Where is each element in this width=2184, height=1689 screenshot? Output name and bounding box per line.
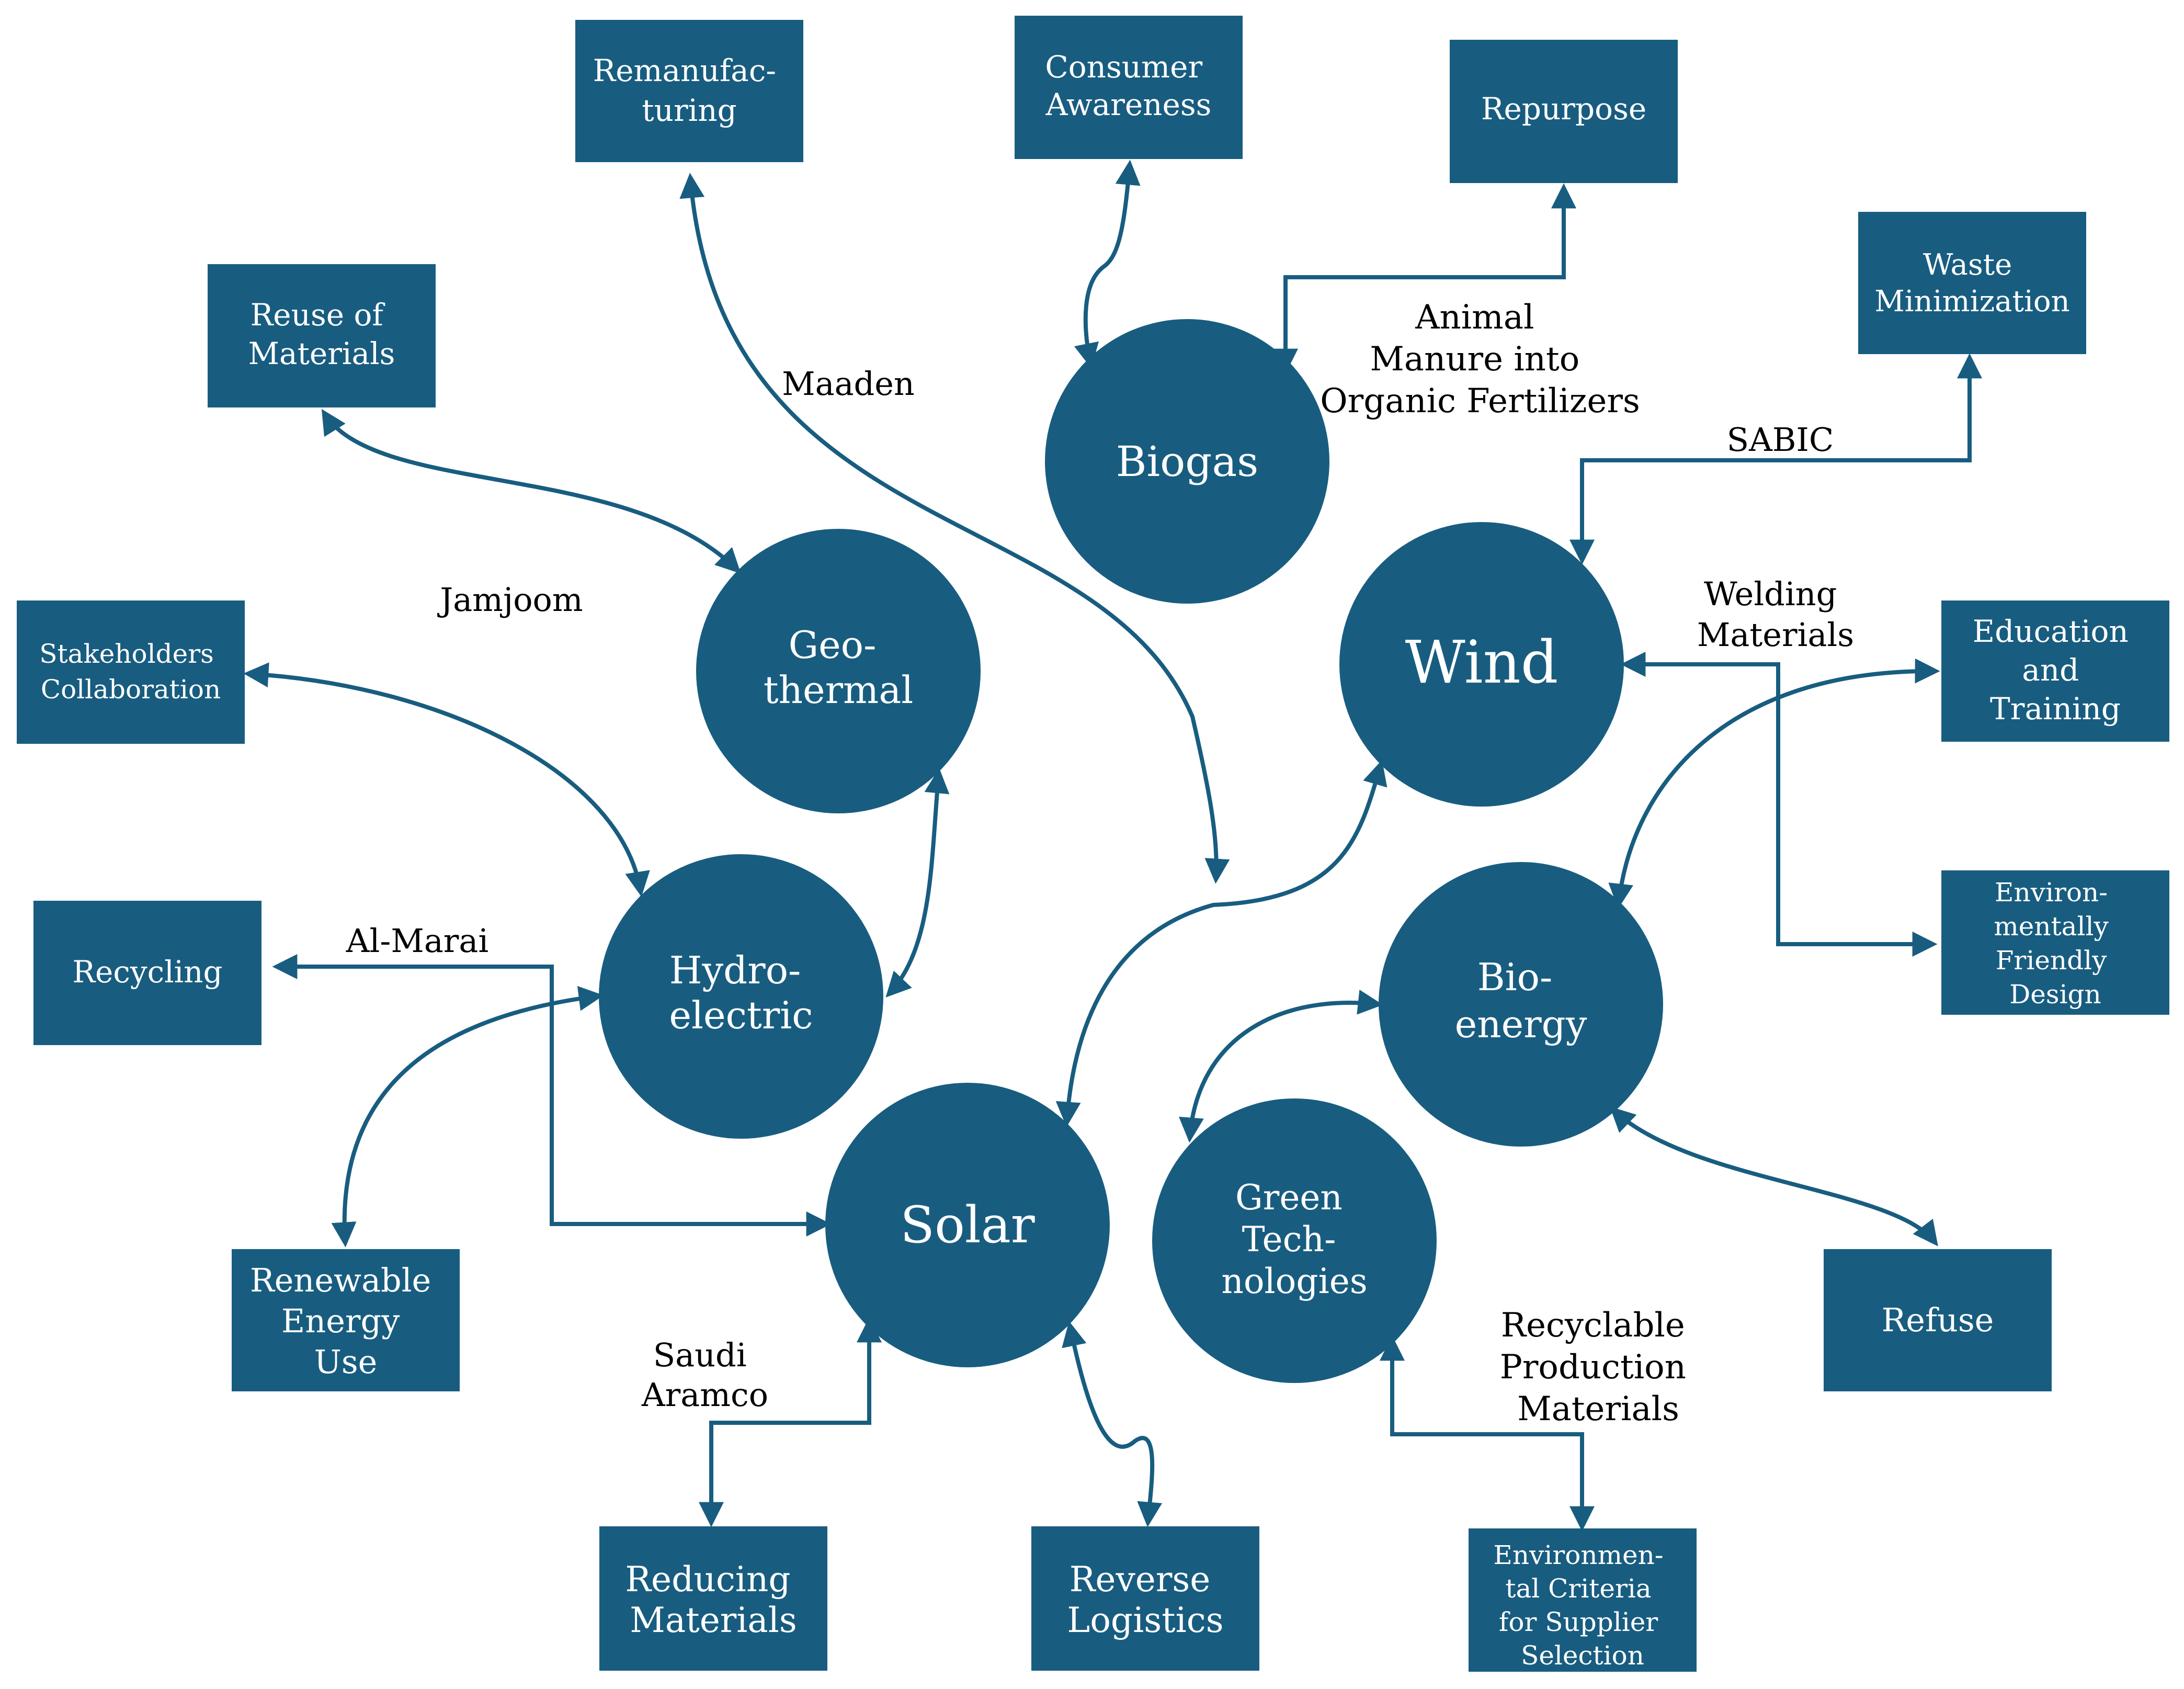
circle-labels: Biogas Wind Geo- thermal Hydro- electric… [669,437,1587,1301]
edge-label-saudi-aramco: Saudi Aramco [641,1336,768,1414]
box-environmentally-friendly-design[interactable] [1941,870,2169,1015]
box-consumer-awareness[interactable] [1015,16,1243,159]
box-reuse-of-materials[interactable] [208,264,436,407]
label-waste-minimization: Waste Minimization [1874,248,2069,319]
circle-bioenergy[interactable] [1379,862,1663,1147]
edge-label-welding-materials: Welding Materials [1697,575,1854,654]
label-reuse-of-materials: Reuse of Materials [248,297,395,371]
box-recycling[interactable] [33,901,261,1045]
label-wind: Wind [1405,629,1559,697]
label-recycling: Recycling [72,954,222,990]
edge-label-jamjoom: Jamjoom [437,581,583,619]
label-bioenergy: Bio- energy [1455,955,1587,1046]
edge-waste-minimization-wind [1569,353,1982,565]
box-labels: Remanufac- turing Consumer Awareness Rep… [39,49,2138,1671]
circle-solar[interactable] [825,1083,1110,1367]
label-repurpose: Repurpose [1481,91,1646,127]
label-geothermal: Geo- thermal [764,623,914,712]
circle-nodes [599,319,1663,1383]
label-consumer-awareness: Consumer Awareness [1045,49,1212,122]
box-reverse-logistics[interactable] [1031,1526,1259,1671]
edge-label-al-marai: Al-Marai [346,922,488,960]
edge-repurpose-biogas [1273,183,1576,374]
box-remanufacturing[interactable] [575,20,803,162]
edge-solar-reducing-materials [699,1317,882,1527]
label-stakeholders-collaboration: Stakeholders Collaboration [39,639,222,705]
label-renewable-energy-use: Renewable Energy Use [250,1261,441,1381]
box-reducing-materials[interactable] [599,1526,827,1671]
edge-geothermal-hydroelectric [885,768,950,997]
edge-labels: Maaden Animal Manure into Organic Fertil… [346,298,1854,1429]
label-reverse-logistics: Reverse Logistics [1067,1559,1223,1640]
edge-label-animal-manure: Animal Manure into Organic Fertilizers [1320,298,1640,421]
circle-wind[interactable] [1339,522,1624,807]
edge-education-bioenergy [1608,658,1940,909]
edge-bioenergy-green-tech [1179,990,1383,1143]
edge-welding-materials [1620,652,1938,957]
circle-geothermal[interactable] [696,529,981,813]
box-waste-minimization[interactable] [1858,212,2086,354]
label-reducing-materials: Reducing Materials [625,1559,801,1640]
label-environmental-criteria: Environmen- tal Criteria for Supplier Se… [1493,1540,1671,1671]
box-stakeholders-collaboration[interactable] [17,600,245,744]
edge-bioenergy-refuse [1610,1106,1938,1246]
circle-green-tech[interactable] [1152,1098,1437,1383]
edge-label-maaden: Maaden [782,365,915,403]
label-remanufacturing: Remanufac- turing [593,53,786,128]
label-solar: Solar [900,1196,1035,1254]
label-education-and-training: Education and Training [1973,614,2138,727]
edge-renewable-hydroelectric [331,986,604,1248]
label-refuse: Refuse [1882,1301,1994,1339]
circle-biogas[interactable] [1045,319,1329,604]
label-environmentally-friendly-design: Environ- mentally Friendly Design [1994,877,2117,1010]
edge-label-recyclable-production-materials: Recyclable Production Materials [1500,1306,1697,1429]
edge-stakeholders-hydroelectric [243,662,650,897]
label-hydroelectric: Hydro- electric [669,948,813,1037]
box-nodes [17,16,2169,1672]
edge-label-sabic: SABIC [1727,421,1834,459]
box-refuse[interactable] [1824,1249,2052,1391]
edge-consumer-awareness-biogas [1074,160,1141,369]
box-education-and-training[interactable] [1941,600,2169,742]
box-repurpose[interactable] [1450,40,1678,183]
box-environmental-criteria[interactable] [1469,1528,1697,1672]
circle-hydroelectric[interactable] [599,854,883,1139]
edge-solar-reverse-logistics [1062,1321,1163,1527]
edge-wind-solar [1055,760,1387,1127]
box-renewable-energy-use[interactable] [232,1249,460,1391]
label-biogas: Biogas [1116,437,1259,486]
edge-reuse-geothermal [321,409,741,574]
connectors [243,160,1982,1532]
label-green-tech: Green Tech- nologies [1221,1177,1367,1301]
edge-green-tech-environmental-criteria [1380,1335,1595,1532]
